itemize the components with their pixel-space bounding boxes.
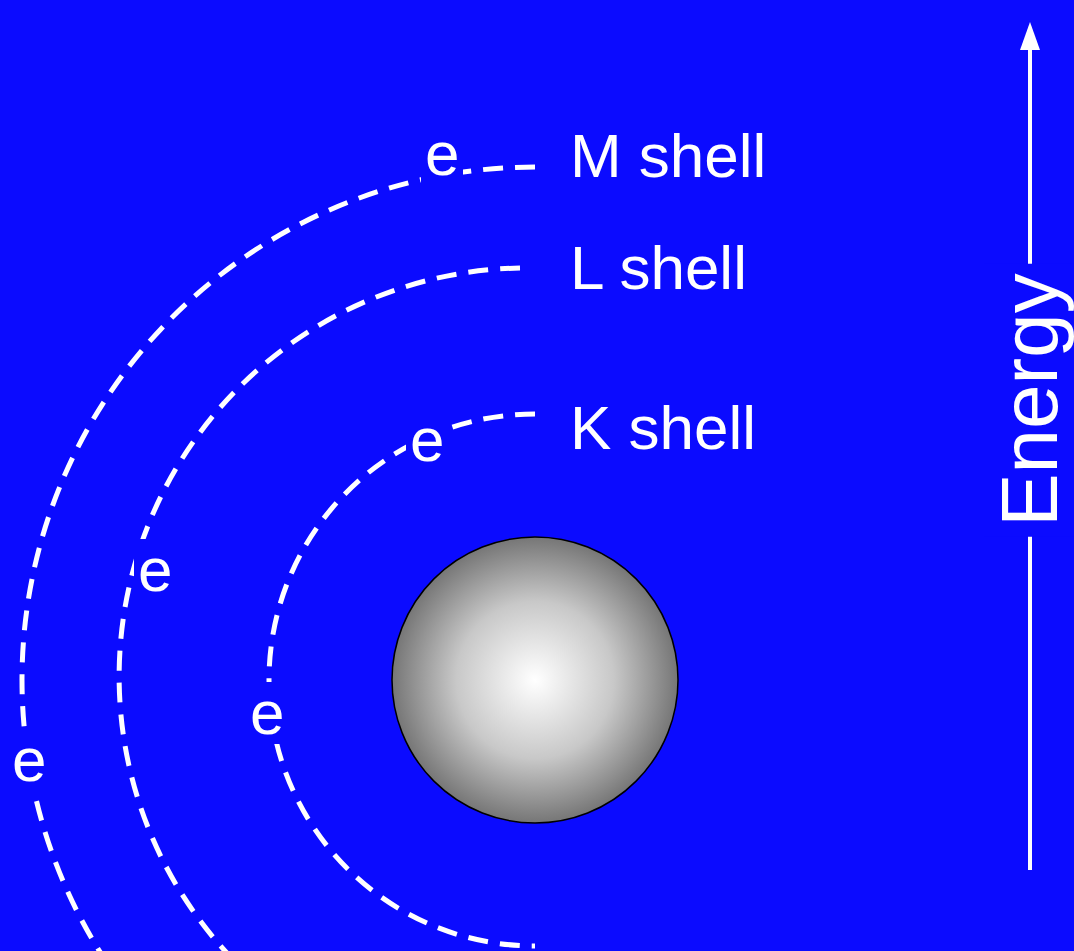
shell-label: M shell — [570, 125, 766, 187]
electron-label: e — [406, 409, 448, 471]
electron-label: e — [246, 682, 288, 744]
electron-label: e — [421, 123, 463, 185]
shell-label: K shell — [570, 397, 756, 459]
energy-arrow-head — [1020, 22, 1040, 50]
electron-label: e — [8, 729, 50, 791]
shell-label: L shell — [570, 237, 747, 299]
electron-label: e — [134, 539, 176, 601]
nucleus — [392, 537, 678, 823]
axis-label: Energy — [984, 263, 1074, 536]
